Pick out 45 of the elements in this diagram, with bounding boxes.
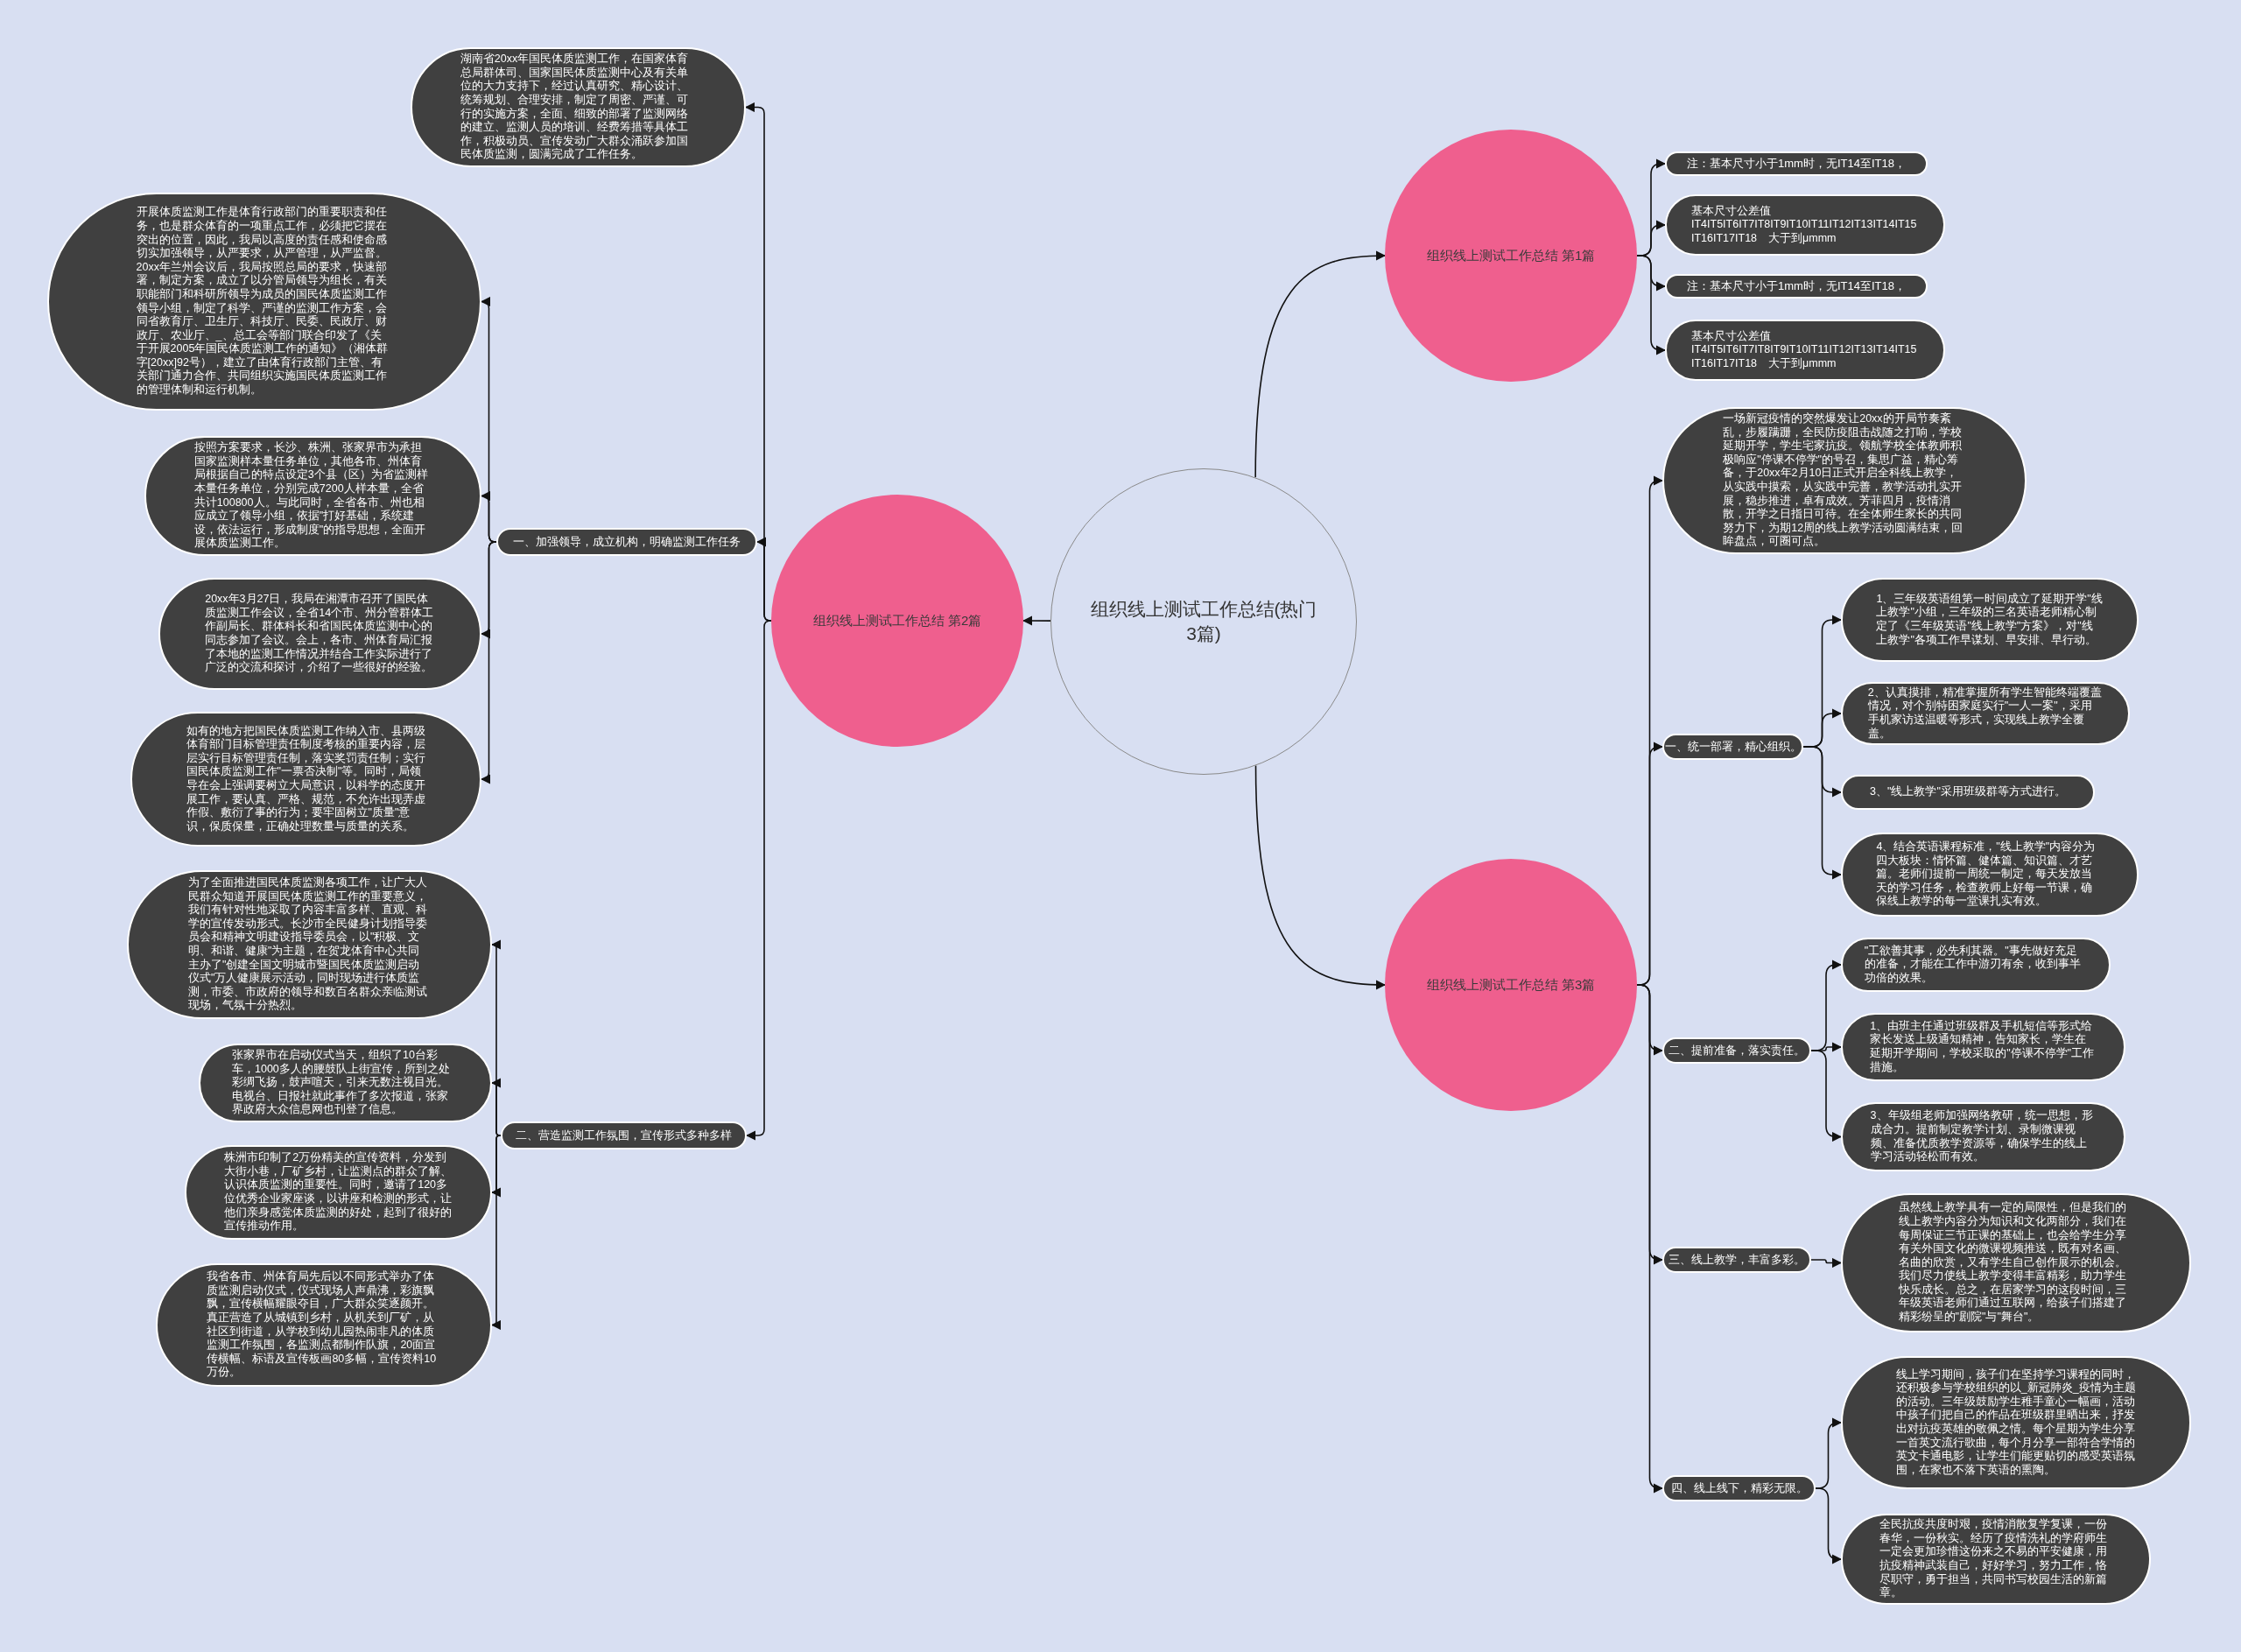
text-bubble: "工欲善其事，必先利其器。"事先做好充足的准备，才能在工作中游刃有余，收到事半功倍的效果。 (1841, 938, 2111, 992)
text-bubble: 4、结合英语课程标准，"线上教学"内容分为四大板块：情怀篇、健体篇、知识篇、才艺篇。老师们提前一周统一制定，每天发放当天的学习任务，检查教师上好每一节课，确保线上教学的每一堂课扎实有效。 (1841, 833, 2139, 917)
arrow (1022, 615, 1051, 626)
text-bubble: 1、由班主任通过班级群及手机短信等形式给家长发送上级通知精神，告知家长，学生在延期开学期间，学校采取的"停课不停学"工作措施。 (1841, 1013, 2125, 1081)
text-bubble: 线上学习期间，孩子们在坚持学习课程的同时，还积极参与学校组织的以_新冠肺炎_疫情为主题的活动。三年级鼓励学生稚手童心一幅画，活动中孩子们把自己的作品在班级群里晒出来，抒发出对抗疫英雄的敬佩之情。每个星期为学生分享一首英文流行歌曲，每个月分享一部符合学情的英文卡通电影，让学生们能更贴切的感受英语氛围，在家也不落下英语的熏陶。 (1841, 1356, 2191, 1489)
text-bubble: 基本尺寸公差值 IT4IT5IT6IT7IT8IT9IT10IT11IT12IT13IT14IT15IT16IT17IT18 大于到μmmm (1665, 194, 1945, 256)
section-label: 二、提前准备，落实责任。 (1662, 1037, 1811, 1064)
section-label: 注：基本尺寸小于1mm时，无IT14至IT18， (1665, 274, 1928, 299)
arrow (1636, 255, 1667, 355)
text-bubble: 虽然线上教学具有一定的局限性，但是我们的线上教学内容分为知识和文化两部分，我们在每周保证三节正课的基础上，也会给学生分享有关外国文化的微课视频推送，既有对名画、名曲的欣赏，又有学生自己创作展示的机会。我们尽力使线上教学变得丰富精彩，助力学生快乐成长。总之，在居家学习的这段时间，三年级英语老师们通过互联网，给孩子们搭建了精彩纷呈的"剧院"与"舞台"。 (1841, 1193, 2191, 1332)
text-bubble: 3、"线上教学"采用班级群等方式进行。 (1841, 775, 2095, 810)
arrow (1810, 1257, 1843, 1269)
text-bubble: 一场新冠疫情的突然爆发让20xx的开局节奏紊乱，步履蹒跚，全民防疫阻击战随之打响，学校延期开学，学生宅家抗疫。领航学校全体教师积极响应"停课不停学"的号召，集思广益，精心筹备，于20xx年2月10日正式开启全科线上教学，从实践中摸索，从实践中完善，教学活动扎实开展，稳步推进，卓有成效。芳菲四月，疫情消散，开学之日指日可待。在全体师生家长的共同努力下，为期12周的线上教学活动圆满结束，回眸盘点，可圈可点。 (1662, 407, 2027, 554)
text-bubble: 张家界市在启动仪式当天，组织了10台彩车，1000多人的腰鼓队上街宣传，所到之处彩绸飞扬，鼓声喧天，引来无数注视目光。电视台、日报社就此事作了多次报道，张家界政府大众信息网也刊登了信息。 (199, 1044, 492, 1122)
text-bubble: 1、三年级英语组第一时间成立了延期开学"线上教学"小组，三年级的三名英语老师精心制定了《三年级英语"线上教学"方案》，对"线上教学"各项工作早谋划、早安排、早行动。 (1841, 578, 2139, 662)
arrow (1802, 746, 1843, 880)
section-label: 注：基本尺寸小于1mm时，无IT14至IT18， (1665, 151, 1928, 176)
chapter-circle: 组织线上测试工作总结 第3篇 (1385, 859, 1637, 1111)
arrow (1254, 764, 1387, 990)
text-bubble: 基本尺寸公差值 IT4IT5IT6IT7IT8IT9IT10IT11IT12IT13IT14IT15IT16IT17IT18 大于到μmmm (1665, 320, 1945, 381)
arrow (744, 102, 772, 622)
text-bubble: 为了全面推进国民体质监测各项工作，让广大人民群众知道开展国民体质监测工作的重要意义，我们有针对性地采取了内容丰富多样、直观、科学的宣传发动形式。长沙市全民健身计划指导委员会和精神文明建设指导委员会，以"积极、文明、和谐、健康"为主题，在贺龙体育中心共同主办了"创建全国文明城市暨国民体质监测启动仪式"万人健康展示活动，同时现场进行体质监测，市委、市政府的领导和数百名群众亲临测试现场，气氛十分热烈。 (127, 870, 492, 1019)
section-label: 二、营造监测工作氛围，宣传形式多种多样 (501, 1121, 747, 1149)
arrow (1810, 1050, 1843, 1142)
text-bubble: 20xx年3月27日，我局在湘潭市召开了国民体质监测工作会议，全省14个市、州分管群体工作副局长、群体科长和省国民体质监测中心的同志参加了会议。会上，各市、州体育局汇报了本地的监测工作情况并结合工作实际进行了广泛的交流和探讨，介绍了一些很好的经验。 (158, 578, 481, 690)
arrow (1815, 1487, 1843, 1564)
topic-circle: 组织线上测试工作总结(热门3篇) (1050, 468, 1357, 775)
text-bubble: 湖南省20xx年国民体质监测工作，在国家体育总局群体司、国家国民体质监测中心及有关单位的大力支持下，经过认真研究、精心设计、统筹规划、合理安排，制定了周密、严谨、可行的实施方案，全面、细致的部署了监测网络的建立、监测人员的培训、经费筹措等具体工作，积极动员、宣传发动广大群众涌跃参加国民体质监测，圆满完成了工作任务。 (411, 47, 746, 167)
arrow (1254, 250, 1387, 479)
text-bubble: 株洲市印制了2万份精美的宣传资料，分发到大街小巷，厂矿乡村，让监测点的群众了解、认识体质监测的重要性。同时，邀请了120多位优秀企业家座谈，以讲座和检测的形式，让他们亲身感觉体质监测的好处，起到了很好的宣传推动作用。 (185, 1145, 492, 1240)
text-bubble: 全民抗疫共度时艰，疫情消散复学复课，一份春华，一份秋实。经历了疫情洗礼的学府师生一定会更加珍惜这份来之不易的平安健康，用抗疫精神武装自己，好好学习，努力工作，恪尽职守，勇于担当，共同书写校园生活的新篇章。 (1841, 1514, 2151, 1605)
text-bubble: 2、认真摸排，精准掌握所有学生智能终端覆盖情况，对个别特困家庭实行"一人一案"，采用手机家访送温暖等形式，实现线上教学全覆盖。 (1841, 682, 2130, 745)
text-bubble: 我省各市、州体育局先后以不同形式举办了体质监测启动仪式，仪式现场人声鼎沸，彩旗飘飘，宣传横幅耀眼夺目，广大群众笑逐颜开。真正营造了从城镇到乡村，从机关到厂矿，从社区到街道，从学校到幼儿园热闹非凡的体质监测工作氛围，各监测点都制作队旗，20面宣传横幅、标语及宣传板画80多幅，宣传资料10万份。 (156, 1263, 492, 1387)
text-bubble: 按照方案要求，长沙、株洲、张家界市为承担国家监测样本量任务单位，其他各市、州体育局根据自己的特点设定3个县（区）为省监测样本量任务单位，分别完成7200人样本量，全省共计100800人。与此同时，全省各市、州也相应成立了领导小组，依据"打好基础，系统建设，依法运行，形成制度"的指导思想，全面开展体质监测工作。 (144, 436, 481, 556)
section-label: 四、线上线下，精彩无限。 (1662, 1475, 1816, 1501)
arrow (490, 1078, 502, 1136)
section-label: 三、线上教学，丰富多彩。 (1662, 1247, 1811, 1273)
section-label: 一、统一部署，精心组织。 (1662, 734, 1803, 760)
text-bubble: 3、年级组老师加强网络教研，统一思想，形成合力。提前制定教学计划、录制微课视频、准备优质教学资源等，确保学生的线上学习活动轻松而有效。 (1841, 1102, 2125, 1171)
text-bubble: 如有的地方把国民体质监测工作纳入市、县两级体育部门目标管理责任制度考核的重要内容，层层实行目标管理责任制，落实奖罚责任制；实行国民体质监测工作"一票否决制"等。同时，局领导在会上强调要树立大局意识，以科学的态度开展工作，要认真、严格、规范，不允许出现弄虚作假、敷衍了事的行为；要牢固树立"质量"意识，保质保量，正确处理数量与质量的关系。 (130, 712, 481, 847)
text-bubble: 开展体质监测工作是体育行政部门的重要职责和任务，也是群众体育的一项重点工作，必须把它摆在突出的位置，因此，我局以高度的责任感和使命感切实加强领导，从严要求，从严管理，从严监督。20xx年兰州会议后，我局按照总局的要求，快速部署，制定方案，成立了以分管局领导为组长，有关职能部门和科研所领导为成员的国民体质监测工作领导小组，制定了科学、严谨的监测工作方案，会同省教育厅、卫生厅、科技厅、民委、民政厅、财政厅、农业厅、_、总工会等部门联合印发了《关于开展2005年国民体质监测工作的通知》（湘体群字[20xx]92号），建立了由体育行政部门主管、有关部门通力合作、共同组织实施国民体质监测工作的管理体制和运行机制。 (47, 193, 481, 411)
chapter-circle: 组织线上测试工作总结 第2篇 (771, 495, 1023, 747)
section-label: 一、加强领导，成立机构，明确监测工作任务 (496, 528, 757, 556)
arrow (490, 1135, 502, 1331)
chapter-circle: 组织线上测试工作总结 第1篇 (1385, 130, 1637, 382)
